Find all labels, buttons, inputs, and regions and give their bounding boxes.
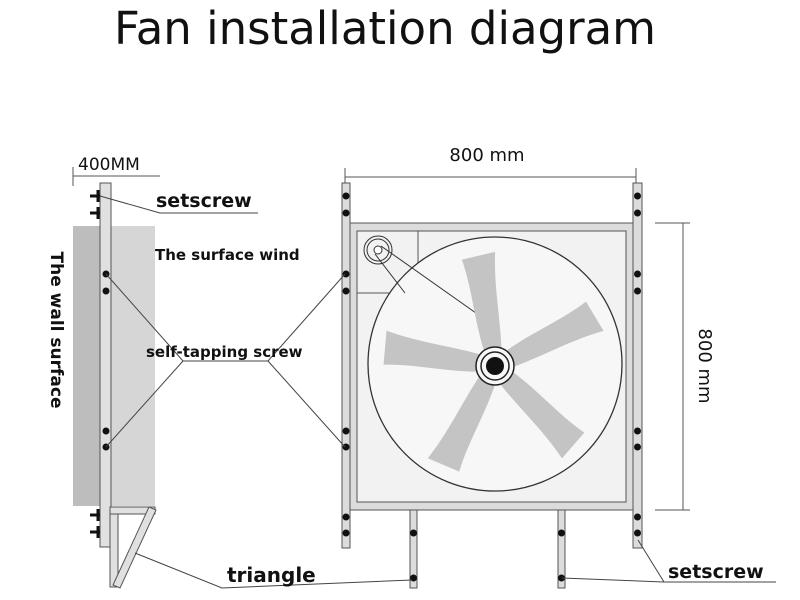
self-tapping-screw-label: self-tapping screw: [146, 343, 303, 361]
front-view: 800 mm 800 mm: [341, 145, 715, 589]
setscrew-top-label: setscrew: [156, 190, 252, 212]
screw-dot: [342, 427, 350, 435]
screw-dot: [342, 192, 350, 200]
screw-dot: [634, 270, 641, 278]
fan-blade: [507, 301, 604, 367]
fan-blade: [501, 372, 585, 459]
drive-belt: [380, 245, 484, 319]
fan-blade: [427, 377, 495, 472]
screw-dot: [634, 529, 641, 537]
diagram-title: Fan installation diagram: [113, 2, 657, 55]
screw-dot: [410, 529, 417, 537]
side-view: 400MM: [72, 155, 160, 589]
screw-dot: [342, 443, 350, 451]
wall-surface-label: The wall surface: [46, 252, 66, 409]
front-left-post: [341, 182, 351, 549]
screw-dot: [634, 192, 641, 200]
screw-dot: [634, 287, 641, 295]
surface-wind-label: The surface wind: [155, 246, 300, 264]
triangle-bracket: [109, 506, 157, 589]
screw-dot: [634, 513, 641, 521]
fan-blade: [461, 251, 502, 350]
setscrew-bolts: [90, 190, 100, 538]
fan-blades: [383, 251, 604, 472]
wall-surface-dark: [73, 226, 100, 506]
screw-dot: [342, 209, 350, 217]
front-leg-left: [409, 509, 418, 589]
front-right-post: [632, 182, 643, 549]
side-post: [99, 182, 112, 548]
screw-dot: [634, 427, 641, 435]
screw-dot: [558, 529, 565, 537]
motor-pulley: [363, 235, 393, 265]
front-screw-dots: [342, 192, 641, 582]
screw-dot: [342, 513, 350, 521]
front-leg-right: [557, 509, 566, 589]
leader-lines: [99, 195, 776, 589]
screw-dot: [342, 529, 350, 537]
width-dimension-label: 800 mm: [449, 145, 524, 166]
setscrew-bottom-label: setscrew: [668, 561, 764, 583]
fan-blade: [383, 330, 479, 372]
screw-dot: [342, 287, 350, 295]
height-dimension-label: 800 mm: [694, 328, 715, 403]
triangle-label: triangle: [227, 563, 316, 587]
depth-dimension-label: 400MM: [78, 155, 140, 175]
screw-dot: [634, 209, 641, 217]
screw-dot: [342, 270, 350, 278]
screw-dot: [558, 574, 565, 582]
screw-dot: [634, 443, 641, 451]
